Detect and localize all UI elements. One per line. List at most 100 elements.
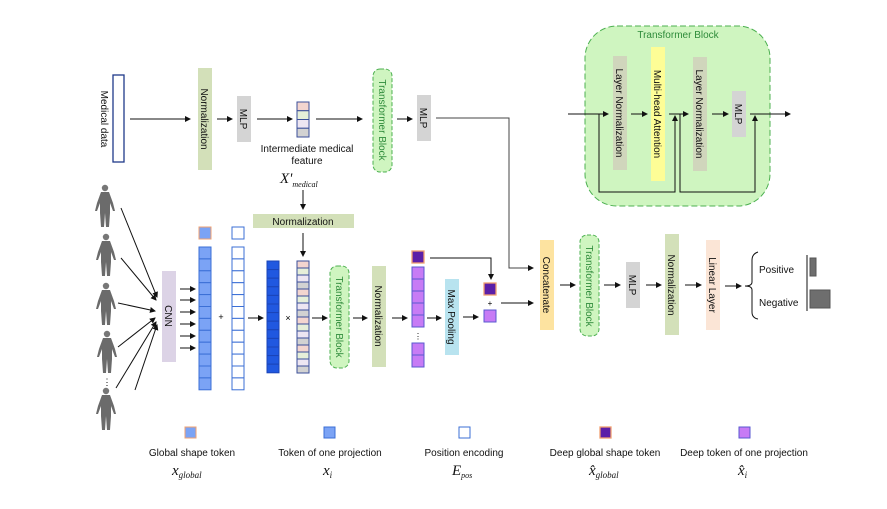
global-shape-token: [198, 226, 212, 240]
layer-norm-2-label: Layer Normalization: [693, 70, 704, 159]
token-cell: [296, 101, 310, 112]
attention-label: Multi-head Attention: [651, 70, 662, 158]
positive-score-bar: [809, 257, 817, 277]
token-cell: [198, 377, 212, 391]
token-cell: [198, 341, 212, 355]
token-cell: [231, 329, 245, 343]
image-normalization-label: Normalization: [372, 285, 383, 346]
image-normalization-block: [372, 266, 386, 367]
deep-token-column: [411, 266, 425, 368]
legend: Global shape token Token of one projecti…: [149, 426, 808, 480]
legend-label: Deep token of one projection: [680, 448, 808, 459]
token-cell: [296, 281, 310, 290]
body-projection-image: [95, 184, 115, 227]
legend-swatch-projection-token: [323, 426, 336, 439]
position-encoding-column: [231, 246, 245, 391]
negative-label: Negative: [759, 298, 799, 309]
token-cell: [296, 344, 310, 353]
token-cell: [198, 306, 212, 319]
head-mlp-block: [626, 262, 640, 308]
projection-token-column: [198, 246, 212, 391]
token-cell: [296, 295, 310, 304]
token-cell: [266, 355, 280, 365]
token-cell: [411, 266, 425, 280]
token-cell: [411, 290, 425, 304]
token-cell: [296, 288, 310, 297]
token-cell: [231, 294, 245, 308]
top-transformer-block: [372, 68, 393, 173]
legend-symbol: xglobal: [171, 463, 202, 480]
token-cell: [231, 365, 245, 379]
token-cell: [296, 119, 310, 129]
token-cell: [266, 312, 280, 322]
medical-normalization-block: [253, 214, 354, 228]
image-transformer-block: [329, 265, 350, 369]
times-sign: ×: [285, 313, 290, 323]
negative-score-bar: [809, 289, 831, 309]
legend-swatch-deep-global-token: [599, 426, 612, 439]
token-cell: [266, 286, 280, 296]
deep-token-ellipsis: ⋮: [414, 332, 422, 341]
normalized-medical-column: [296, 260, 310, 374]
token-cell: [198, 329, 212, 343]
embedded-token-column: [266, 260, 280, 374]
cnn-block: [162, 271, 176, 362]
medical-data-vector: [112, 74, 125, 163]
head-normalization-label: Normalization: [665, 254, 676, 315]
token-cell: [266, 294, 280, 305]
token-cell: [411, 302, 425, 316]
legend-symbol: xi: [322, 463, 333, 480]
layer-norm-1-label: Layer Normalization: [613, 69, 624, 158]
token-cell: [231, 306, 245, 319]
deep-global-token: [411, 250, 425, 264]
top-mlp2-block: [417, 95, 431, 141]
plus-sign: +: [218, 312, 223, 322]
top-mlp-label: MLP: [237, 109, 248, 130]
body-projection-image: [96, 387, 116, 430]
token-cell: [411, 314, 425, 328]
token-cell: [198, 353, 212, 367]
layer-norm-2-block: [693, 57, 707, 171]
token-cell: [411, 354, 425, 368]
token-cell: [266, 277, 280, 288]
head-normalization-block: [665, 234, 679, 335]
token-cell: [198, 282, 212, 296]
token-cell: [266, 320, 280, 331]
legend-swatch-position-encoding: [458, 426, 471, 439]
body-projection-image: [97, 330, 117, 373]
concatenate-block: [540, 240, 554, 330]
legend-symbol: x̂global: [588, 463, 619, 480]
token-cell: [266, 363, 280, 374]
token-cell: [231, 258, 245, 272]
intermediate-label-line1: Intermediate medical: [261, 144, 354, 155]
cnn-label: CNN: [162, 305, 173, 327]
token-cell: [198, 294, 212, 308]
token-cell: [231, 246, 245, 260]
head-transformer-block: [579, 234, 600, 337]
top-normalization-block: [198, 68, 212, 170]
top-mlp2-label: MLP: [417, 108, 428, 129]
token-cell: [231, 353, 245, 367]
position-encoding-global: [231, 226, 245, 240]
token-cell: [266, 346, 280, 357]
max-pooling-block: [445, 279, 459, 355]
layer-norm-1-block: [613, 56, 627, 170]
token-cell: [198, 258, 212, 272]
token-cell: [296, 330, 310, 339]
attention-block: [651, 47, 665, 181]
token-cell: [198, 270, 212, 284]
token-cell: [296, 267, 310, 276]
transformer-detail-title: Transformer Block: [637, 30, 719, 41]
top-normalization-label: Normalization: [198, 88, 209, 149]
positive-label: Positive: [759, 265, 794, 276]
projection-ellipsis: ⋮: [103, 377, 112, 387]
legend-symbol: Epos: [451, 463, 472, 480]
detail-arrows: [568, 111, 791, 193]
pooled-projection-token: [483, 309, 497, 323]
legend-symbol: x̂i: [737, 463, 748, 480]
top-mlp-block: [237, 96, 251, 142]
token-cell: [296, 351, 310, 360]
medical-data-label: Medical data: [98, 91, 109, 148]
token-cell: [411, 342, 425, 356]
legend-swatch-deep-projection-token: [738, 426, 751, 439]
